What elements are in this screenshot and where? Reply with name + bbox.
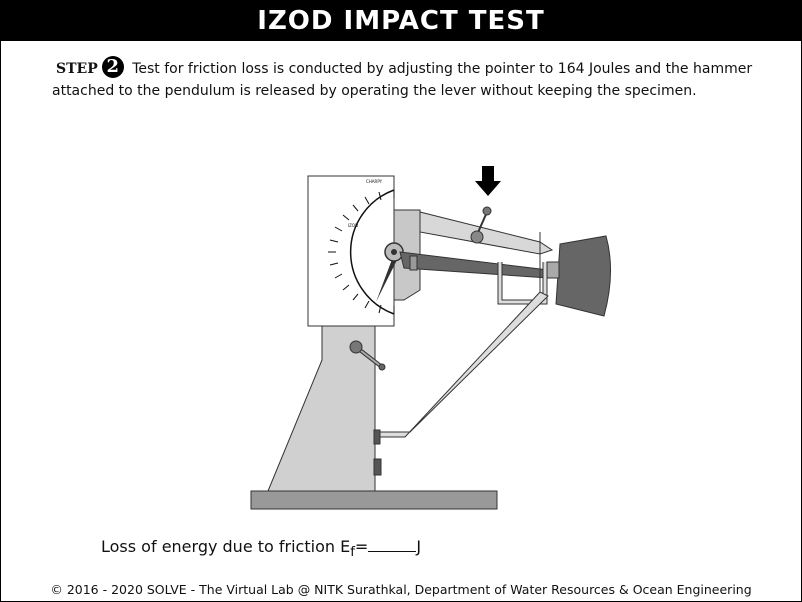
machine-base xyxy=(250,490,498,510)
footer-copyright: © 2016 - 2020 SOLVE - The Virtual Lab @ … xyxy=(50,582,752,597)
step-text: Test for friction loss is conducted by a… xyxy=(52,61,753,99)
column-lever-knob xyxy=(349,340,363,354)
friction-loss-blank[interactable] xyxy=(368,537,417,552)
pendulum-arm xyxy=(399,251,549,279)
dial-scale xyxy=(328,189,395,315)
release-lever-arm xyxy=(419,211,554,255)
dial-inner-label: IZOD xyxy=(348,223,358,228)
connecting-rod xyxy=(377,291,549,438)
down-arrow-icon xyxy=(475,166,501,196)
result-prefix: Loss of energy due to friction E xyxy=(101,537,351,556)
friction-loss-result: Loss of energy due to friction Ef= J xyxy=(101,537,421,560)
dial-pointer xyxy=(376,254,398,302)
dial-top-label: CHARPY xyxy=(366,179,383,184)
result-subscript: f xyxy=(350,545,355,561)
step-label: STEP xyxy=(56,61,98,77)
page-title: IZOD IMPACT TEST xyxy=(1,1,801,41)
result-equals: = xyxy=(354,537,369,556)
pendulum-hammer xyxy=(555,235,611,317)
result-unit: J xyxy=(416,537,422,556)
step-number-badge: 2 xyxy=(101,56,124,78)
release-lever-knob xyxy=(482,206,492,216)
